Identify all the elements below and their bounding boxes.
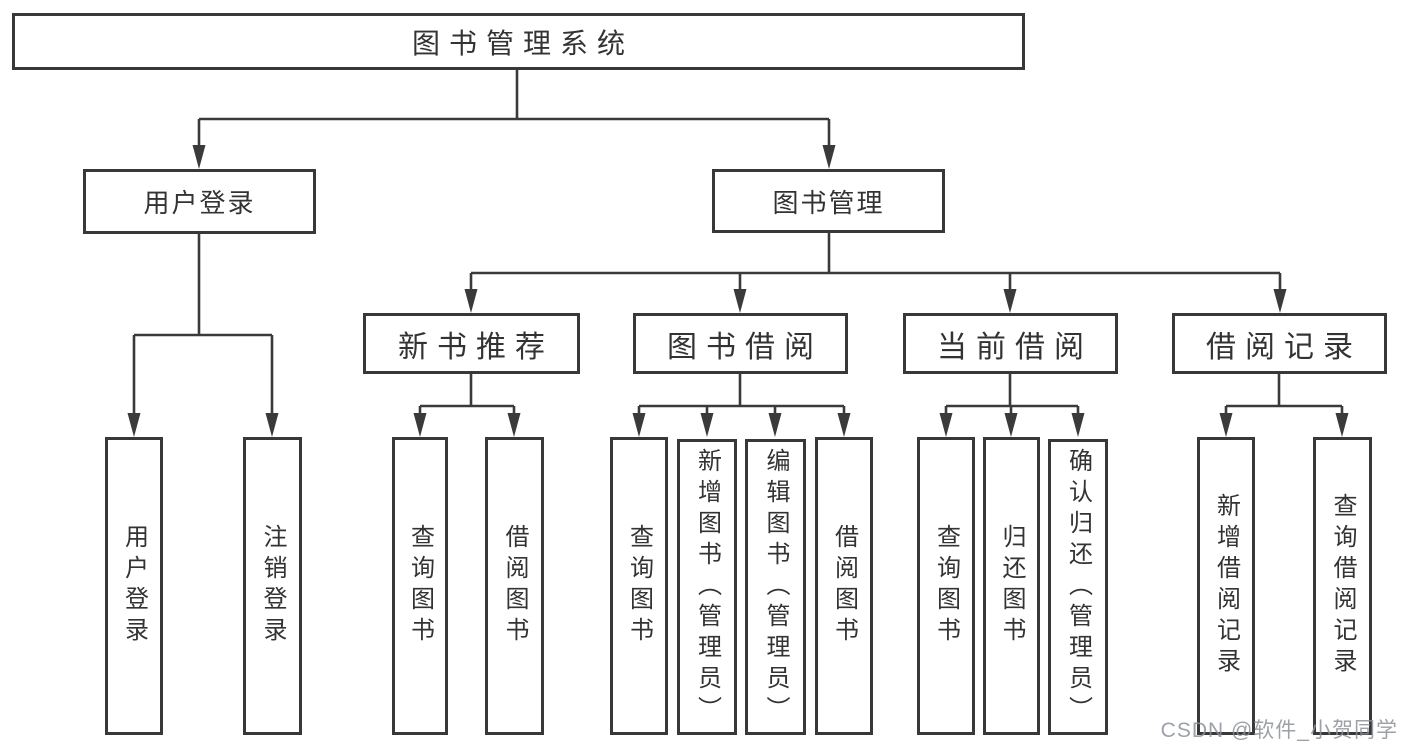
leaf-bb-query-books: 查询图书 bbox=[610, 437, 668, 735]
leaf-cb-return-books: 归还图书 bbox=[983, 437, 1040, 735]
node-new-book-recommend: 新书推荐 bbox=[363, 313, 580, 374]
leaf-logout-login-label: 注销登录 bbox=[259, 524, 286, 648]
leaf-nb-borrow-books-label: 借阅图书 bbox=[501, 524, 528, 648]
node-borrowing-records-label: 借阅记录 bbox=[1206, 330, 1362, 364]
leaf-br-add-record-label: 新增借阅记录 bbox=[1212, 493, 1240, 679]
connector-book-borrowing-children bbox=[632, 374, 851, 437]
connector-book-management-children bbox=[464, 232, 1287, 313]
leaf-user-login-label: 用户登录 bbox=[120, 524, 148, 648]
node-current-borrowing: 当前借阅 bbox=[903, 313, 1118, 374]
node-library-management-system-label: 图书管理系统 bbox=[411, 27, 634, 59]
leaf-bb-borrow-books: 借阅图书 bbox=[815, 437, 873, 735]
leaf-bb-edit-books-admin-label: 编辑图书（管理员） bbox=[762, 447, 789, 727]
node-book-management-label: 图书管理 bbox=[772, 187, 885, 218]
connector-current-borrowing-children bbox=[939, 374, 1085, 437]
leaf-cb-query-books-label: 查询图书 bbox=[932, 524, 960, 648]
node-borrowing-records: 借阅记录 bbox=[1172, 313, 1387, 374]
connector-borrowing-records-children bbox=[1219, 374, 1349, 437]
leaf-bb-add-books-admin-label: 新增图书（管理员） bbox=[693, 447, 721, 727]
leaf-bb-query-books-label: 查询图书 bbox=[625, 524, 653, 648]
leaf-bb-borrow-books-label: 借阅图书 bbox=[830, 524, 858, 648]
node-new-book-recommend-label: 新书推荐 bbox=[398, 330, 554, 364]
node-user-login-label: 用户登录 bbox=[143, 188, 256, 218]
node-book-management: 图书管理 bbox=[712, 169, 945, 233]
node-user-login: 用户登录 bbox=[83, 169, 316, 234]
leaf-br-add-record: 新增借阅记录 bbox=[1197, 437, 1255, 735]
leaf-br-query-record: 查询借阅记录 bbox=[1313, 437, 1372, 735]
leaf-bb-edit-books-admin: 编辑图书（管理员） bbox=[745, 439, 806, 735]
connector-root-to-level2 bbox=[192, 69, 836, 169]
csdn-watermark: CSDN @软件_小贺同学 bbox=[1160, 719, 1398, 742]
leaf-user-login: 用户登录 bbox=[105, 437, 163, 735]
node-book-borrowing-label: 图书借阅 bbox=[667, 330, 823, 364]
node-current-borrowing-label: 当前借阅 bbox=[937, 330, 1093, 364]
leaf-bb-add-books-admin: 新增图书（管理员） bbox=[677, 439, 737, 735]
leaf-nb-borrow-books: 借阅图书 bbox=[485, 437, 544, 735]
leaf-cb-confirm-return-admin: 确认归还（管理员） bbox=[1048, 439, 1108, 735]
connector-user-login-children bbox=[127, 234, 279, 437]
leaf-logout-login: 注销登录 bbox=[243, 437, 302, 735]
leaf-cb-query-books: 查询图书 bbox=[917, 437, 975, 735]
connector-new-book-recommend-children bbox=[413, 374, 521, 437]
leaf-br-query-record-label: 查询借阅记录 bbox=[1329, 493, 1356, 679]
leaf-nb-query-books: 查询图书 bbox=[392, 437, 448, 735]
node-library-management-system: 图书管理系统 bbox=[12, 13, 1025, 70]
leaf-cb-confirm-return-admin-label: 确认归还（管理员） bbox=[1064, 447, 1092, 727]
leaf-nb-query-books-label: 查询图书 bbox=[406, 524, 434, 648]
node-book-borrowing: 图书借阅 bbox=[633, 313, 848, 374]
leaf-cb-return-books-label: 归还图书 bbox=[998, 524, 1025, 648]
